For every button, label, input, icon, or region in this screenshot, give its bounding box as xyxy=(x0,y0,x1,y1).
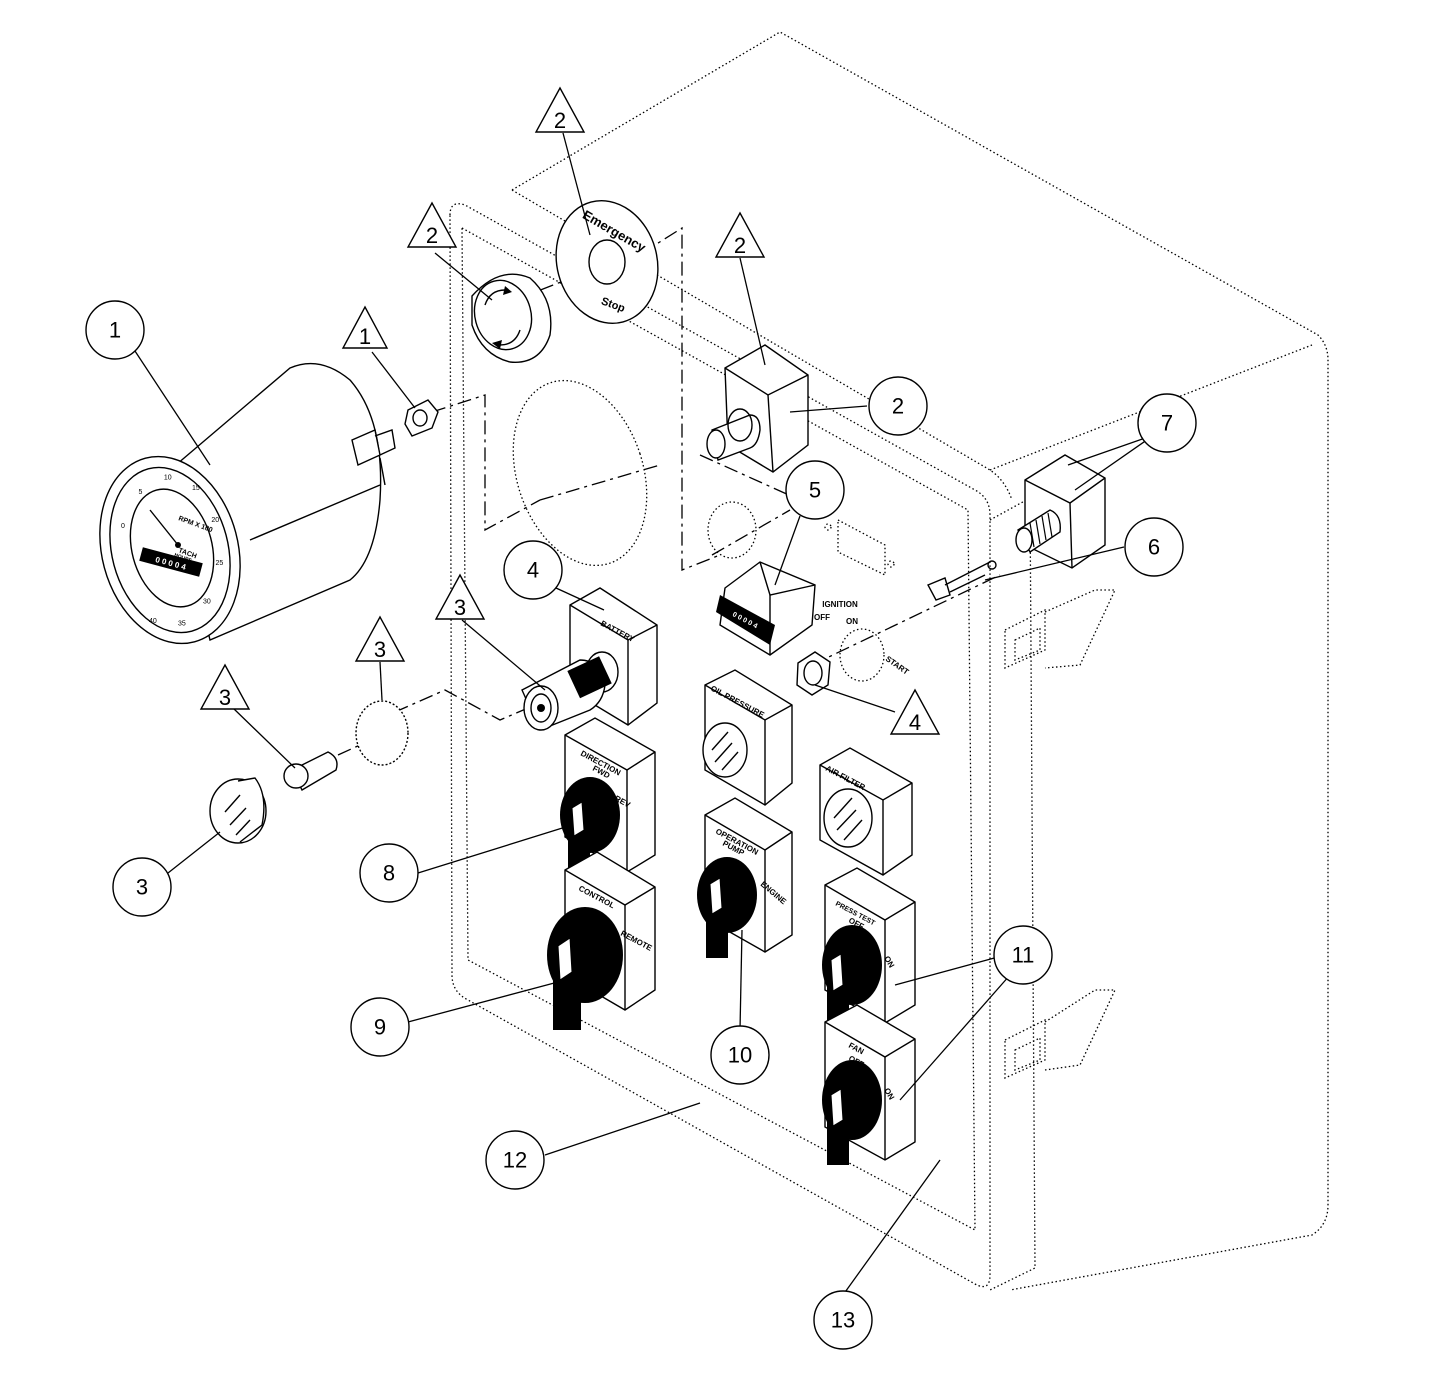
direction-switch: DIRECTION FWD REV xyxy=(560,717,656,877)
ignition-off-label: OFF xyxy=(814,613,830,622)
tach-scale-label: 5 xyxy=(138,489,142,496)
triangle-3c-label: 3 xyxy=(219,685,231,710)
oil-pressure-indicator: OIL PRESSURE xyxy=(702,669,793,806)
callout-5-label: 5 xyxy=(809,478,821,503)
tach-scale-label: 30 xyxy=(203,599,211,606)
leader-lines xyxy=(132,132,1155,1296)
callout-7-label: 7 xyxy=(1161,411,1173,436)
latch-lower xyxy=(1004,989,1117,1080)
callout-10-label: 10 xyxy=(728,1043,752,1068)
triangle-2a: 2 xyxy=(534,86,586,133)
triangle-4: 4 xyxy=(889,688,941,735)
triangle-2b: 2 xyxy=(406,201,458,248)
ignition-key xyxy=(927,560,997,601)
callout-13: 13 xyxy=(813,1290,873,1350)
triangle-2a-label: 2 xyxy=(554,108,566,133)
callout-7: 7 xyxy=(1137,393,1197,453)
triangle-2c: 2 xyxy=(714,211,766,258)
callout-12-label: 12 xyxy=(503,1148,527,1173)
contact-block xyxy=(706,344,809,473)
lamp-gasket xyxy=(355,700,409,766)
triangle-2b-label: 2 xyxy=(426,223,438,248)
control-switch: CONTROL REMOTE xyxy=(547,851,656,1030)
callout-6: 6 xyxy=(1124,517,1184,577)
callout-4: 4 xyxy=(503,540,563,600)
emergency-stop: Emergency Stop xyxy=(471,200,659,363)
press-test-switch: PRESS TEST OFF ON xyxy=(822,867,916,1030)
tachometer: 0 0 0 0 4 RPM X 100 TACH HOURS 051015202… xyxy=(99,362,396,645)
triangle-3b: 3 xyxy=(354,615,406,662)
emergency-stop-button xyxy=(471,273,552,363)
small-cutout xyxy=(707,501,757,559)
operation-switch: OPERATION PUMP ENGINE xyxy=(697,797,793,958)
callout-9: 9 xyxy=(350,997,410,1057)
ignition-nut xyxy=(796,651,831,696)
callout-5: 5 xyxy=(785,460,845,520)
tach-scale-label: 10 xyxy=(164,475,172,482)
triangle-3c: 3 xyxy=(199,663,251,710)
panel-cutouts xyxy=(512,379,895,682)
triangle-1-label: 1 xyxy=(359,324,371,349)
triangle-callouts: 1 2 2 2 3 3 3 4 xyxy=(199,86,941,735)
assembly-lines xyxy=(337,226,1001,756)
tach-cutout xyxy=(512,379,648,567)
callout-1-label: 1 xyxy=(109,318,121,343)
tach-scale-label: 40 xyxy=(149,618,157,625)
triangle-3b-label: 3 xyxy=(374,637,386,662)
callout-2: 2 xyxy=(868,376,928,436)
tach-counter xyxy=(139,547,203,577)
callout-9-label: 9 xyxy=(374,1015,386,1040)
callout-8: 8 xyxy=(359,843,419,903)
tach-bezel xyxy=(99,455,241,645)
ignition-cutout xyxy=(839,628,885,682)
latch-upper xyxy=(1004,589,1117,670)
door-latches xyxy=(1004,589,1117,1080)
triangle-4-label: 4 xyxy=(909,710,921,735)
ignition-start-label: START xyxy=(884,654,911,676)
callout-1: 1 xyxy=(85,300,145,360)
battery-indicator: BATTERY xyxy=(521,587,658,731)
tach-scale-label: 0 xyxy=(121,523,125,530)
hour-meter-cutout xyxy=(837,518,886,577)
triangle-3a: 3 xyxy=(434,573,486,620)
tach-nut xyxy=(404,399,439,437)
callout-10: 10 xyxy=(710,1025,770,1085)
triangle-1: 1 xyxy=(341,305,389,349)
fan-switch: FAN OFF ON xyxy=(822,1004,916,1165)
tach-scale: 0 5 10 15 20 25 30 35 40 xyxy=(121,475,223,628)
ignition-label: IGNITION xyxy=(822,600,858,609)
hour-meter: 0 0 0 0 4 xyxy=(716,561,816,656)
callout-11-label: 11 xyxy=(1012,943,1035,968)
triangle-3a-label: 3 xyxy=(454,595,466,620)
callout-2-label: 2 xyxy=(892,394,904,419)
tach-scale-label: 35 xyxy=(178,620,186,627)
callout-4-label: 4 xyxy=(527,558,539,583)
callout-11: 11 xyxy=(993,925,1053,985)
tach-scale-label: 25 xyxy=(216,560,224,567)
callout-3: 3 xyxy=(112,857,172,917)
tach-scale-label: 20 xyxy=(211,517,219,524)
emergency-stop-hole xyxy=(588,239,626,285)
tach-scale-label: 15 xyxy=(192,485,200,492)
ignition-on-label: ON xyxy=(846,617,858,626)
callout-3-label: 3 xyxy=(136,875,148,900)
callout-8-label: 8 xyxy=(383,861,395,886)
callout-13-label: 13 xyxy=(831,1308,855,1333)
ignition-switch xyxy=(1015,454,1106,569)
air-filter-indicator: AIR FILTER xyxy=(819,747,913,876)
triangle-2c-label: 2 xyxy=(734,233,746,258)
lamp-parts xyxy=(209,700,409,844)
callouts: 1 2 3 4 5 6 7 8 9 10 11 12 13 xyxy=(85,300,1197,1350)
callout-6-label: 6 xyxy=(1148,535,1160,560)
callout-12: 12 xyxy=(485,1130,545,1190)
